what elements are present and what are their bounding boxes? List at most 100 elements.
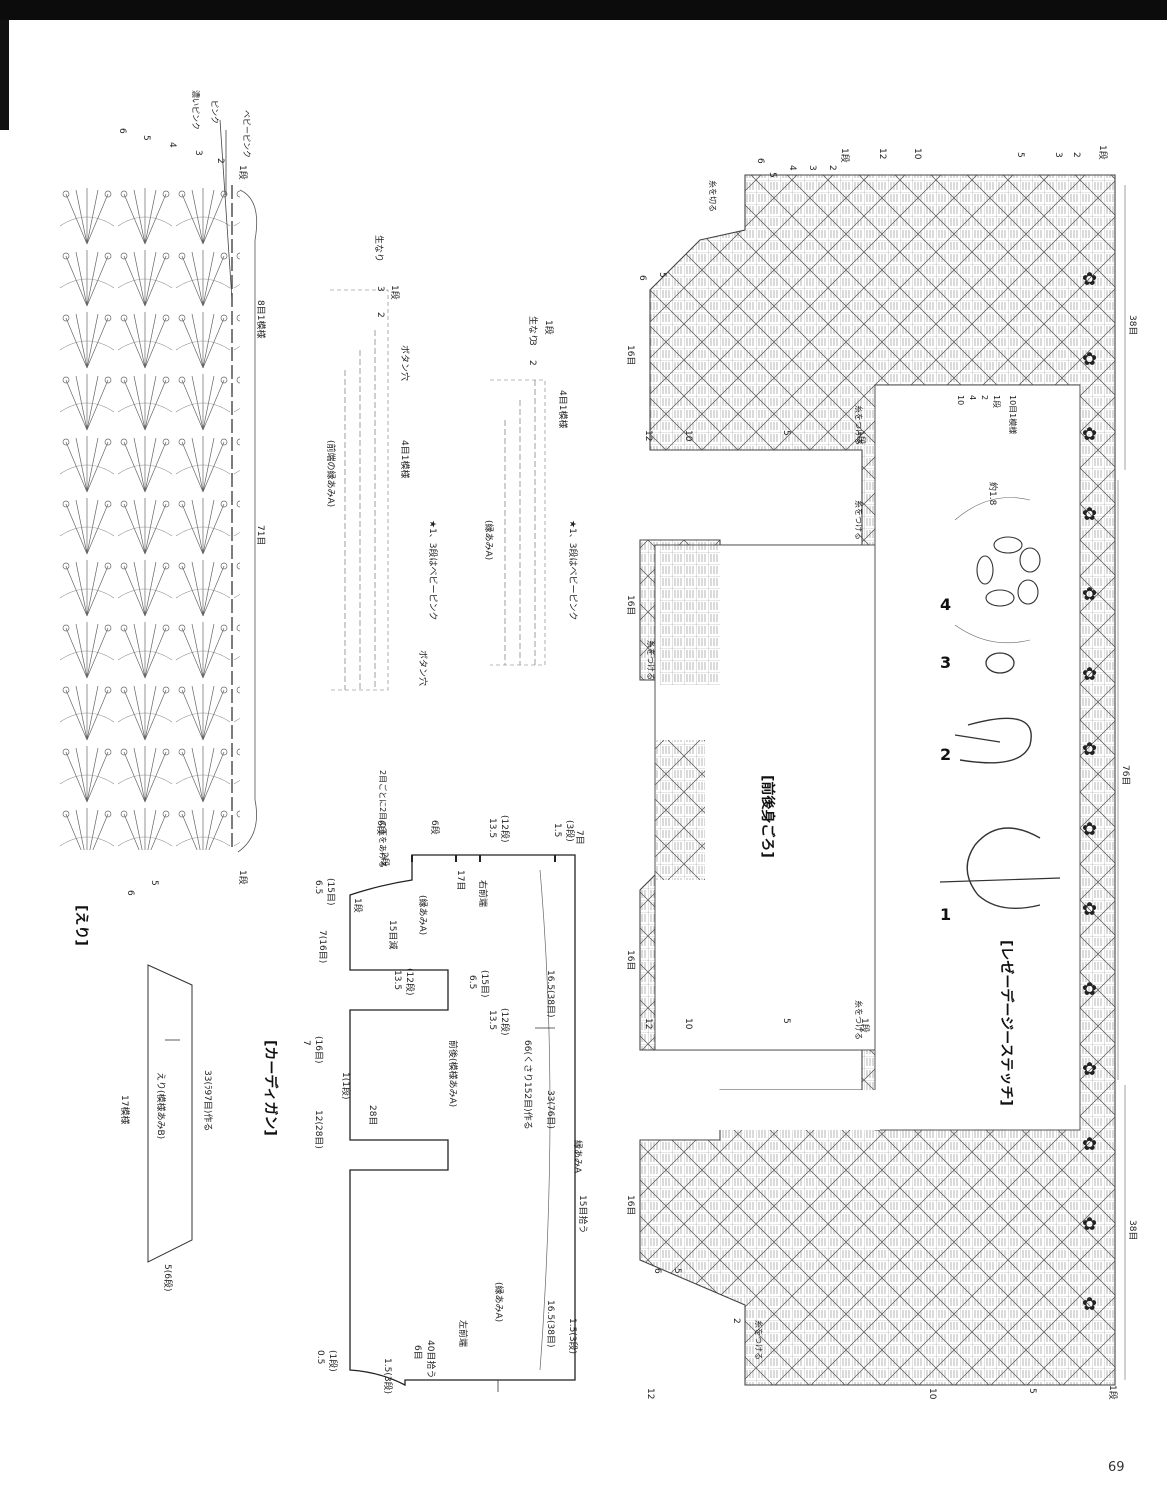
dim-7: 2段 (379, 852, 391, 867)
flower-icon: ✿ (1082, 1059, 1097, 1080)
body-top-row-3: 3 (807, 165, 817, 171)
cardigan-labels: 右前端 (縁あみA) (縁あみA) 前後(模様あみA) 左前端 縁あみA 2目ご… (378, 770, 584, 1347)
left-border-bar (0, 20, 9, 130)
collar-row-2: 2 (215, 158, 225, 164)
body-left-row-11: 10 (927, 1388, 937, 1400)
step-2-number: 2 (940, 745, 951, 764)
body-left-row-13: 6 (652, 1268, 662, 1274)
note-attach-1: 糸をつける (854, 405, 864, 445)
body-left-row-9: 1段 (859, 1018, 871, 1033)
dim-35: 6目 (412, 1345, 423, 1360)
collar-piece-label: えり(模様あみB) (155, 1072, 167, 1139)
flower-icon: ✿ (1082, 739, 1097, 760)
edging-repeat: 4目1模様 (557, 390, 569, 428)
dim-18: 13.5 (487, 1010, 497, 1030)
dim-19: (12段) (499, 1008, 511, 1035)
flower-motifs: ✿ ✿ ✿ ✿ ✿ ✿ ✿ ✿ ✿ ✿ ✿ ✿ ✿ ✿ (1082, 269, 1097, 1315)
edging-color: 生なり (527, 316, 539, 343)
step-4-illustration (954, 497, 1041, 644)
dim-3: (12段) (499, 815, 511, 842)
dim-17: (15目) (479, 970, 490, 997)
flower-icon: ✿ (1082, 664, 1097, 685)
note-attach-5: 糸をつける (754, 1320, 764, 1360)
note-attach-2: 糸をつける (854, 500, 864, 540)
note-attach-4: 糸をつける (854, 1000, 864, 1040)
body-pattern-row-2: 2 (980, 395, 989, 400)
dim-2: 13.5 (487, 818, 497, 838)
title-body: [前後身ごろ] (759, 775, 776, 858)
body-top-row-7: 10 (912, 148, 922, 160)
step-2-illustration (954, 717, 1032, 764)
body-top-row-6: 12 (877, 148, 887, 159)
button-band-title: (前端の縁あみA) (325, 440, 337, 507)
body-pattern-row-4: 4 (968, 395, 977, 400)
body-left-row-10: 12 (645, 1388, 655, 1399)
step-1-number: 1 (940, 905, 951, 924)
collar-color-labels: 濃いピンク ピンク ベビーピンク (191, 90, 251, 158)
label-right-front: 右前端 (477, 880, 489, 907)
flower-icon: ✿ (1082, 269, 1097, 290)
dim-16: 6.5 (467, 975, 477, 989)
dim-12: 1段 (352, 898, 364, 913)
dim-33: (1段) (327, 1350, 339, 1372)
dim-11: 7(16目) (317, 930, 328, 963)
body-top-row-10: 2 (1071, 152, 1081, 158)
flower-icon: ✿ (1082, 424, 1097, 445)
edging-a-chart: 3 2 1段 生なり (縁あみA) ★1、3段はベビーピンク 4目1模様 (483, 316, 579, 666)
dim-28: 15目拾う (577, 1195, 589, 1233)
collar-repeat-count: 8目1模様 (255, 300, 267, 338)
dim-9: 6.5 (313, 880, 323, 894)
collar-piece-height: 17模様 (119, 1095, 131, 1124)
dim-21: 66(くさり152目)作る (522, 1040, 534, 1130)
stitch-size: 約1.8 (987, 482, 999, 506)
collar-piece: えり(模様あみB) 33(ﾗ97目)作る 17模様 5(6段) (119, 964, 214, 1291)
page-number: 69 (1108, 1460, 1125, 1475)
flower-icon: ✿ (1082, 1294, 1097, 1315)
collar-row-4: 4 (167, 142, 177, 148)
collar-chart: 6 5 4 3 2 1段 濃いピンク ピンク ベビーピンク 8目1模様 71目 … (60, 90, 267, 896)
label-edging-side: 縁あみA (572, 1140, 584, 1174)
step-3-number: 3 (940, 653, 951, 672)
collar-row-1: 1段 (237, 165, 249, 180)
note-cut-yarn: 糸を切る (708, 180, 718, 212)
stitch-steps: 1 2 3 4 約1.8 [レゼーデージーステッチ] (939, 482, 1061, 1106)
body-left-row-2: 12 (643, 430, 653, 441)
edging-row-3: 3 (527, 340, 537, 346)
step-3-illustration (985, 652, 1015, 674)
dim-20: 16.5(38目) (545, 970, 556, 1018)
dim-25: 12(28目) (313, 1110, 324, 1149)
body-top-row-2: 4 (787, 165, 797, 171)
body-left-row-5: 1段 (855, 430, 867, 445)
title-collar: [えり] (73, 905, 89, 946)
label-edging-bottom: (縁あみA) (493, 1282, 505, 1322)
button-hole-top: ボタン穴 (399, 345, 411, 381)
body-left-row-7: 10 (683, 1018, 693, 1030)
body-top-row-labels: 6 5 4 3 2 1段 12 10 5 3 2 1段 (755, 145, 1109, 178)
color-label-dark-pink: 濃いピンク (191, 90, 201, 130)
body-count-1: 16目 (625, 595, 636, 615)
step-1-illustration (939, 827, 1061, 910)
body-left-row-16: 1段 (1107, 1385, 1119, 1400)
body-left-row-12: 5 (1027, 1388, 1037, 1394)
flower-icon: ✿ (1082, 1134, 1097, 1155)
title-lazy-daisy: [レゼーデージーステッチ] (998, 940, 1015, 1106)
label-edging-top: (縁あみA) (417, 895, 429, 935)
body-pattern-row-1: 1段 (992, 395, 1002, 408)
body-left-row-0: 6 (637, 275, 647, 281)
dim-8: 17目 (455, 870, 466, 890)
flower-icon: ✿ (1082, 979, 1097, 1000)
body-left-row-15: 2 (731, 1318, 741, 1324)
button-band-row-2: 2 (375, 312, 385, 318)
dim-22: 33(76目) (545, 1090, 556, 1129)
body-top-row-8: 5 (1015, 152, 1025, 158)
dim-6: 7目 (574, 830, 585, 845)
cardigan-dimensions: 6段 6段 13.5 (12段) 1.5 (3段) 7目 2段 17目 6.5 … (301, 815, 589, 1394)
flower-icon: ✿ (1082, 349, 1097, 370)
dim-0: 6段 (375, 820, 387, 835)
dim-14: 13.5 (392, 970, 402, 990)
button-band-row-3: 3 (375, 286, 385, 292)
collar-bottom-row-6: 6 (125, 890, 135, 896)
body-count-4: 38目 (1127, 315, 1138, 335)
body-count-0: 16目 (625, 345, 636, 365)
body-chart: ✿ ✿ ✿ ✿ ✿ ✿ ✿ ✿ ✿ ✿ ✿ ✿ ✿ ✿ 6 5 4 3 2 1段… (625, 145, 1138, 1400)
